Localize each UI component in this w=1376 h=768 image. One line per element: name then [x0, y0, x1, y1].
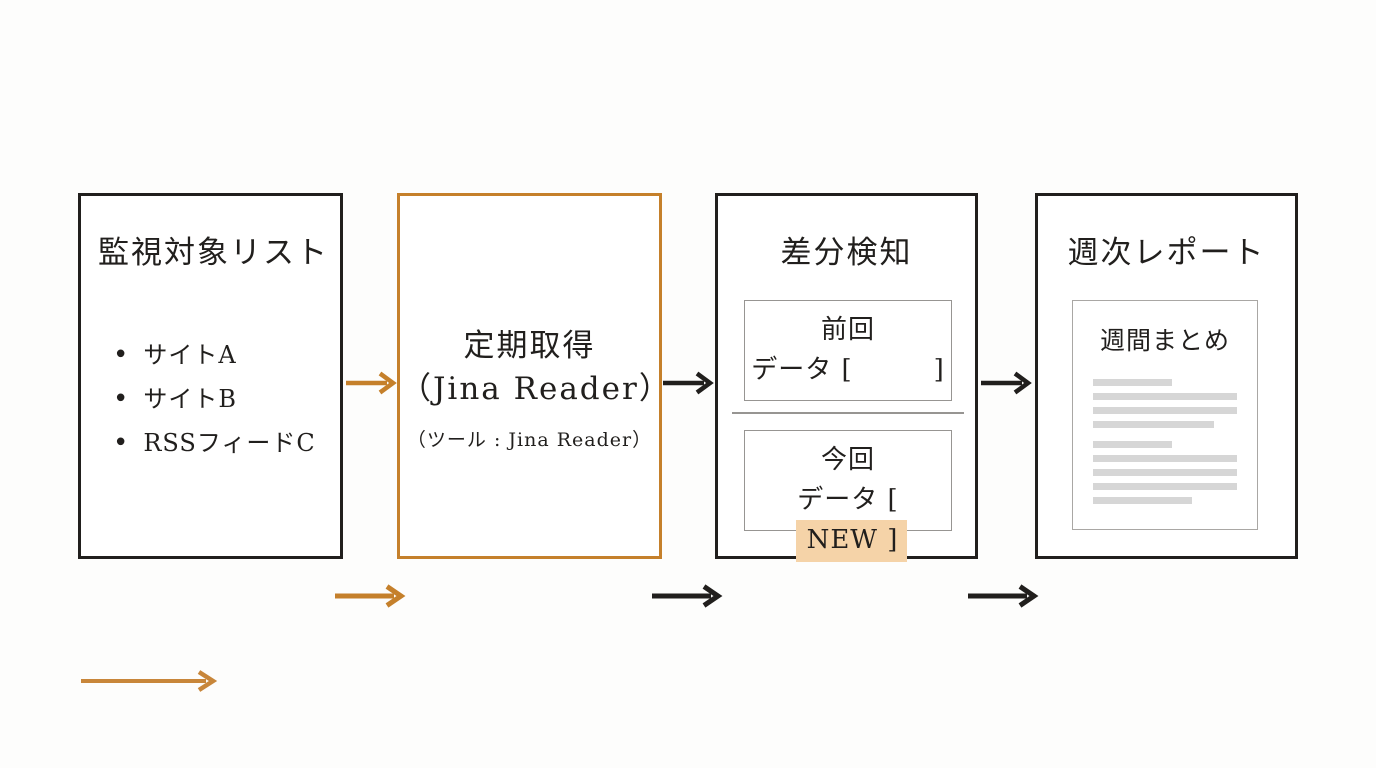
- arrow-right-icon: [967, 583, 1039, 609]
- doc-line: [1093, 497, 1193, 504]
- doc-line: [1093, 393, 1237, 400]
- doc-line: [1093, 441, 1173, 448]
- doc-line: [1093, 379, 1173, 386]
- new-badge: NEW ]: [795, 520, 908, 562]
- arrow-right-icon: [80, 668, 218, 694]
- report-document: 週間まとめ: [1072, 300, 1258, 530]
- previous-value: データ [ ]: [751, 355, 945, 385]
- current-value: データ [ NEW ]: [745, 480, 951, 562]
- watch-list-title: 監視対象リスト: [98, 235, 329, 271]
- current-label: 今回: [820, 445, 875, 475]
- doc-line: [1093, 421, 1214, 428]
- report-doc-title: 週間まとめ: [1099, 326, 1230, 355]
- report-title: 週次レポート: [1067, 235, 1266, 271]
- previous-label: 前回: [820, 315, 875, 345]
- doc-lines: [1093, 379, 1237, 504]
- arrow-right-icon: [345, 370, 397, 396]
- fetch-subtitle: （ツール : Jina Reader）: [406, 428, 653, 451]
- doc-line: [1093, 483, 1237, 490]
- node-watch-list: 監視対象リスト サイトAサイトBRSSフィードC: [78, 193, 343, 559]
- arrow-right-icon: [980, 370, 1032, 396]
- watch-list-items: サイトAサイトBRSSフィードC: [113, 333, 316, 465]
- current-data-panel: 今回 データ [ NEW ]: [744, 430, 952, 562]
- fetch-title-line2: （Jina Reader）: [400, 370, 672, 407]
- node-diff-detection: 差分検知 前回 データ [ ] 今回 データ [ NEW ]: [715, 193, 978, 562]
- doc-line: [1093, 469, 1237, 476]
- node-fetch: 定期取得 （Jina Reader） （ツール : Jina Reader）: [397, 193, 672, 559]
- fetch-title-line1: 定期取得: [463, 327, 596, 364]
- doc-line: [1093, 455, 1237, 462]
- arrow-right-icon: [662, 370, 714, 396]
- node-weekly-report: 週次レポート 週間まとめ: [1035, 193, 1298, 559]
- list-item: サイトA: [113, 333, 316, 377]
- current-value-prefix: データ [: [797, 485, 899, 515]
- arrow-right-icon: [334, 583, 406, 609]
- divider-line: [732, 412, 964, 414]
- list-item: サイトB: [113, 377, 316, 421]
- previous-data-panel: 前回 データ [ ]: [744, 300, 952, 401]
- diff-title: 差分検知: [780, 235, 913, 271]
- list-item: RSSフィードC: [113, 421, 316, 465]
- doc-line: [1093, 407, 1237, 414]
- arrow-right-icon: [651, 583, 723, 609]
